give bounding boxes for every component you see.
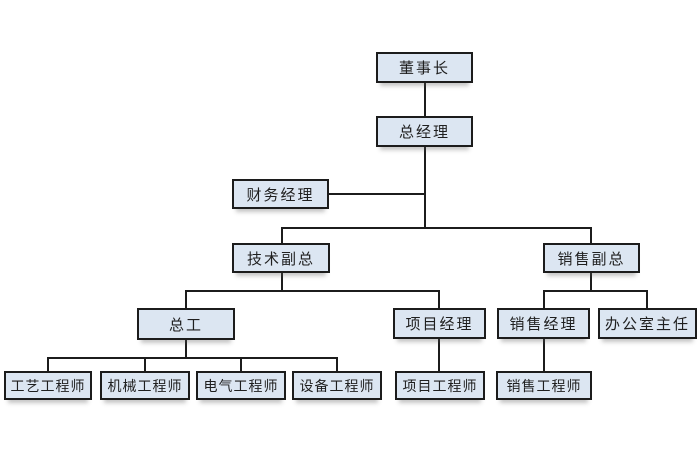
connector-line: [144, 357, 146, 371]
connector-line: [438, 290, 440, 309]
connector-line: [281, 227, 283, 244]
connector-line: [185, 290, 440, 292]
org-node-sales-vp: 销售副总: [543, 243, 640, 273]
org-node-office-director: 办公室主任: [598, 308, 697, 339]
org-node-tech-vp: 技术副总: [232, 243, 330, 273]
org-node-electrical-engineer: 电气工程师: [196, 371, 286, 400]
connector-line: [185, 290, 187, 309]
connector-line: [543, 290, 648, 292]
org-node-finance-manager: 财务经理: [232, 179, 329, 209]
connector-line: [543, 290, 545, 309]
connector-line: [336, 357, 338, 371]
connector-line: [185, 340, 187, 358]
connector-line: [424, 83, 426, 116]
connector-line: [438, 339, 440, 371]
org-node-project-engineer: 项目工程师: [395, 371, 485, 400]
connector-line: [240, 357, 242, 371]
connector-line: [281, 273, 283, 292]
connector-line: [328, 193, 426, 195]
connector-line: [424, 147, 426, 228]
org-node-equipment-engineer: 设备工程师: [292, 371, 382, 400]
org-node-general-manager: 总经理: [376, 116, 473, 147]
connector-line: [590, 227, 592, 244]
connector-line: [646, 290, 648, 309]
connector-line: [47, 357, 49, 371]
org-node-chief-engineer: 总工: [137, 308, 235, 340]
org-node-project-manager: 项目经理: [393, 308, 486, 339]
org-node-sales-engineer: 销售工程师: [496, 371, 592, 400]
org-node-process-engineer: 工艺工程师: [4, 371, 92, 400]
org-node-sales-manager: 销售经理: [497, 308, 590, 339]
org-node-mechanical-engineer: 机械工程师: [100, 371, 190, 400]
connector-line: [543, 339, 545, 371]
connector-line: [47, 357, 338, 359]
connector-line: [281, 227, 592, 229]
connector-line: [590, 273, 592, 292]
org-node-chairman: 董事长: [376, 52, 473, 83]
